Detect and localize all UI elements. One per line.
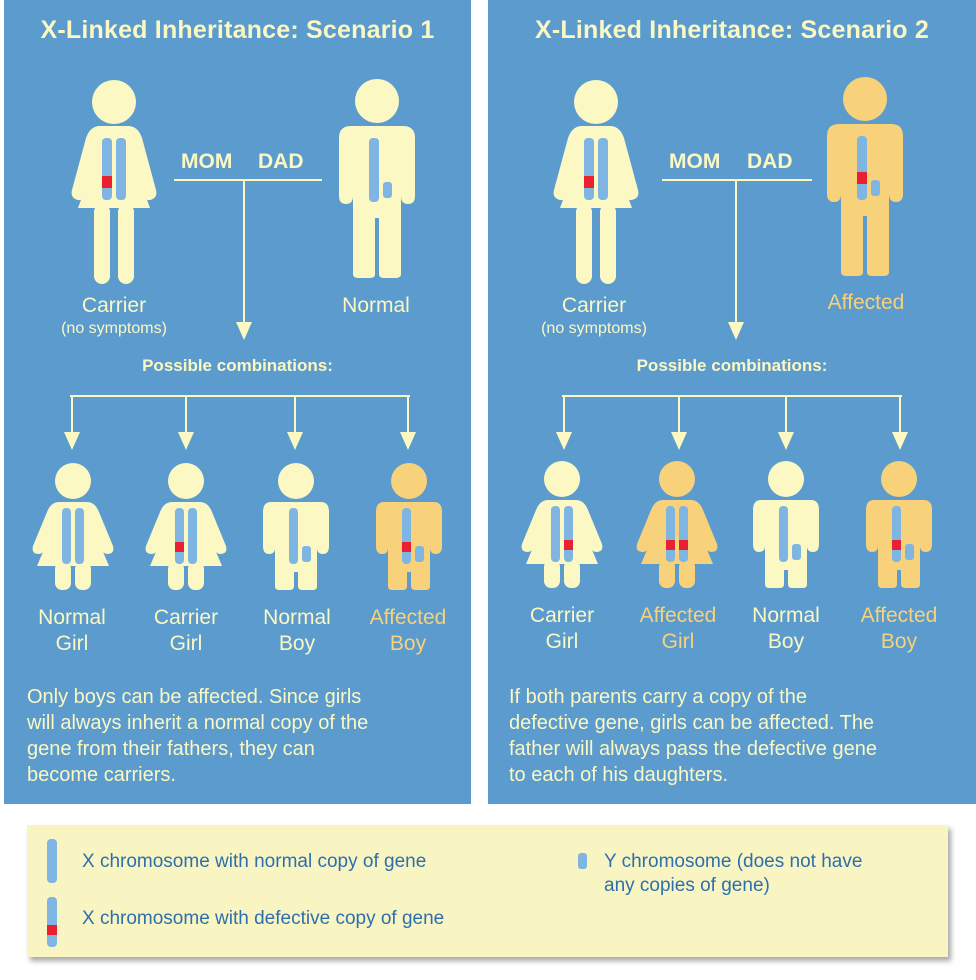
carrier-girl-icon-2 [521,461,603,588]
mother-label-2: Carrier [561,294,627,317]
x-defective-chromosome-icon [47,897,57,947]
affected-girl-icon [636,461,718,588]
father-normal-icon [339,79,415,278]
legend-y: Y chromosome (does not have any copies o… [604,851,863,896]
mom-label-2: MOM [669,150,721,173]
scenario-1-panel: X-Linked Inheritance: Scenario 1 MOM DAD [4,0,471,804]
mom-label: MOM [181,150,233,173]
possible-combinations-label: Possible combinations: [142,356,333,375]
father-label-2: Affected [827,291,905,314]
scenario-2-description: If both parents carry a copy of the defe… [509,686,877,786]
possible-combinations-label-2: Possible combinations: [636,356,828,375]
mother-label: Carrier [81,294,147,317]
dad-label-2: DAD [747,150,793,173]
affected-boy-icon-2 [866,461,932,588]
affected-boy-icon [376,463,442,590]
father-affected-icon [827,77,903,276]
normal-girl-icon [32,463,114,590]
scenario-1-connectors [64,179,416,450]
mother-carrier-icon-2 [553,80,639,284]
dad-label: DAD [258,150,304,173]
scenario-2-title: X-Linked Inheritance: Scenario 2 [534,16,929,44]
normal-boy-icon [263,463,329,590]
legend-x-defective: X chromosome with defective copy of gene [82,908,445,929]
father-label: Normal [342,294,410,317]
legend: X chromosome with normal copy of gene X … [27,825,948,957]
carrier-girl-icon [145,463,227,590]
scenario-2-connectors [556,179,908,450]
scenario-1-title: X-Linked Inheritance: Scenario 1 [40,16,435,44]
mother-sublabel-2: (no symptoms) [541,320,647,337]
scenario-2-panel: X-Linked Inheritance: Scenario 2 MOM DAD [488,0,976,804]
mother-sublabel: (no symptoms) [61,320,167,337]
legend-x-normal: X chromosome with normal copy of gene [82,851,427,872]
scenario-1-description: Only boys can be affected. Since girls w… [27,686,369,786]
normal-boy-icon-2 [753,461,819,588]
x-normal-chromosome-icon [47,839,57,883]
mother-carrier-icon [71,80,157,284]
y-chromosome-icon [578,853,587,869]
